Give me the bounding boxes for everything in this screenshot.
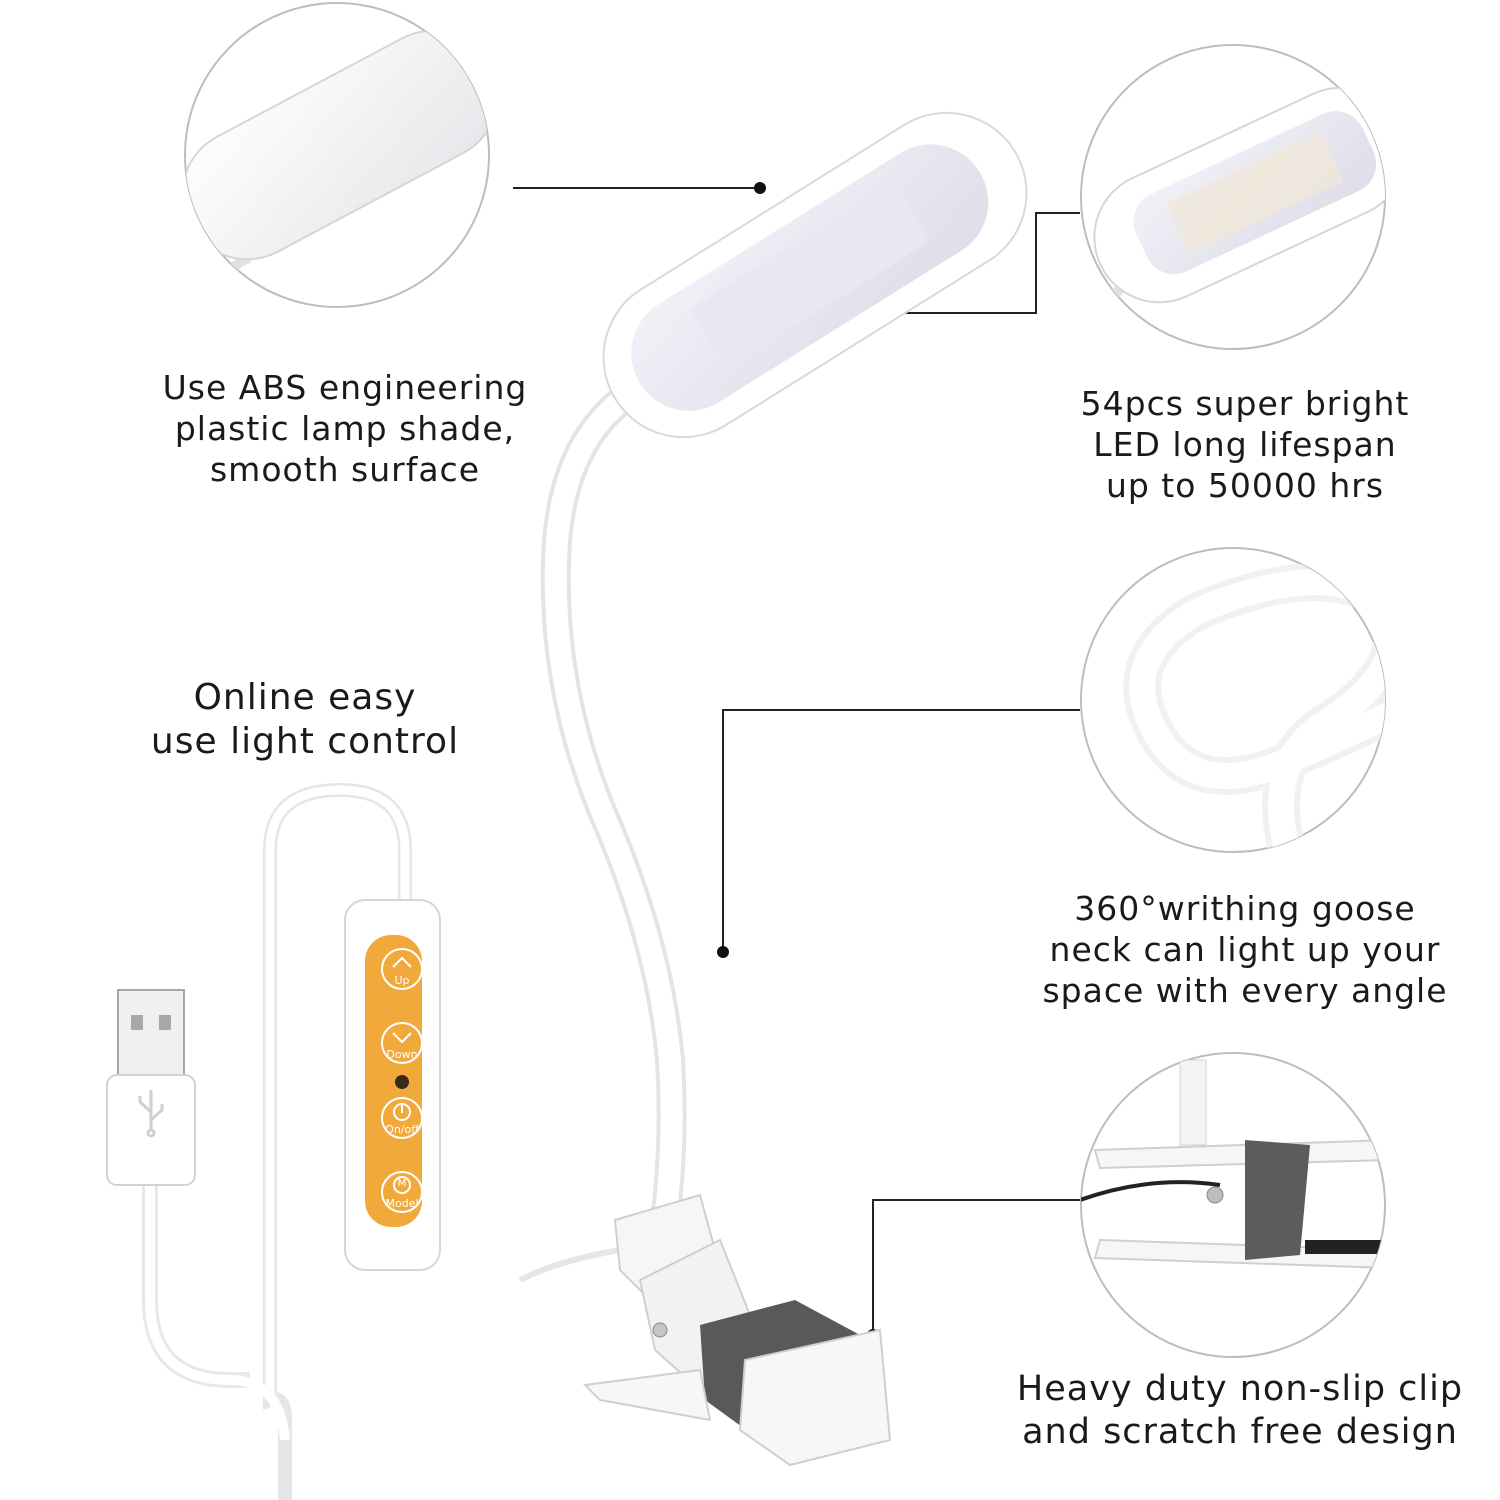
caption-line: plastic lamp shade, — [174, 409, 516, 448]
caption-online-control: Online easy use light control — [130, 676, 480, 764]
detail-circle-clip — [1080, 1052, 1386, 1358]
lamp-clip — [518, 1193, 892, 1467]
caption-led: 54pcs super bright LED long lifespan up … — [1050, 383, 1440, 506]
caption-line: LED long lifespan — [1093, 425, 1397, 464]
caption-line: neck can light up your — [1049, 930, 1441, 969]
usb-cable — [142, 782, 412, 1500]
caption-line: space with every angle — [1042, 971, 1448, 1010]
caption-abs-shade: Use ABS engineering plastic lamp shade, … — [140, 367, 550, 490]
caption-line: Online easy — [193, 677, 417, 718]
caption-gooseneck: 360°writhing goose neck can light up you… — [1020, 888, 1470, 1011]
button-label-down: Down — [386, 1048, 418, 1061]
caption-line: use light control — [150, 721, 460, 762]
caption-line: smooth surface — [209, 450, 481, 489]
button-label-up: Up — [394, 974, 410, 987]
button-label-onoff: On/off — [385, 1123, 419, 1136]
caption-line: Heavy duty non-slip clip — [1016, 1369, 1464, 1409]
caption-clip: Heavy duty non-slip clip and scratch fre… — [990, 1368, 1490, 1454]
lamp-head — [602, 111, 1028, 439]
detail-circle-gooseneck — [1080, 547, 1386, 853]
mode-glyph: M — [397, 1178, 407, 1189]
caption-line: and scratch free design — [1022, 1412, 1458, 1452]
lamp-gooseneck — [540, 363, 687, 1235]
caption-line: 54pcs super bright — [1080, 384, 1410, 423]
detail-circle-shade — [184, 2, 490, 308]
usb-symbol-icon — [138, 1090, 164, 1138]
caption-line: 360°writhing goose — [1074, 889, 1416, 928]
detail-circle-led — [1080, 44, 1386, 350]
inline-controller — [344, 899, 441, 1271]
usb-plug — [106, 989, 196, 1186]
caption-line: Use ABS engineering — [162, 368, 528, 407]
caption-line: up to 50000 hrs — [1105, 466, 1385, 505]
callout-lines — [513, 187, 1080, 1335]
button-label-model: Model — [385, 1197, 419, 1210]
